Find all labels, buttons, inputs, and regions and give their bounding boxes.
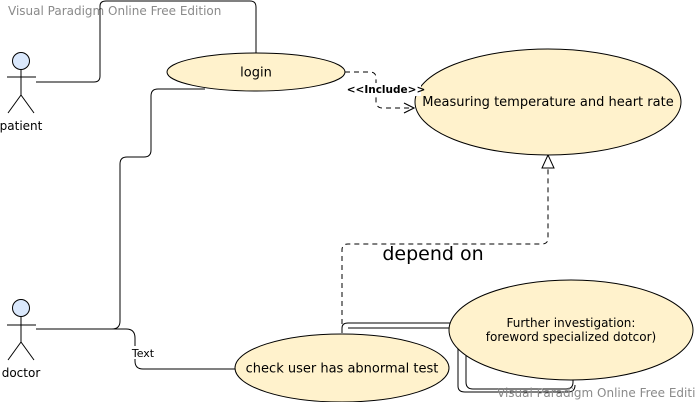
generalization-arrowhead	[541, 153, 555, 169]
text-label: Text	[131, 346, 155, 360]
use-case-measuring-label: Measuring temperature and heart rate	[422, 95, 673, 110]
use-case-measuring[interactable]: Measuring temperature and heart rate	[414, 48, 682, 156]
include-label-text: <<Include>>	[347, 84, 426, 96]
text-label-text: Text	[131, 347, 155, 360]
include-label: <<Include>>	[347, 83, 426, 96]
actor-patient-label: patient	[0, 119, 43, 133]
use-case-check-user-label: check user has abnormal test	[246, 362, 439, 377]
depend-on-label: depend on	[382, 243, 483, 265]
actor-patient[interactable]: patient	[0, 52, 43, 134]
depend-check-measuring[interactable]	[341, 168, 549, 333]
use-case-further-investigation[interactable]: Further investigation: foreword speciali…	[448, 279, 694, 381]
use-case-check-user[interactable]: check user has abnormal test	[234, 333, 450, 402]
use-case-login[interactable]: login	[166, 52, 346, 92]
use-case-further-label-2: foreword specialized dotcor)	[486, 330, 656, 344]
link-check-further[interactable]	[341, 322, 574, 390]
watermark-top: Visual Paradigm Online Free Edition	[8, 4, 222, 18]
actor-doctor[interactable]: doctor	[2, 299, 41, 381]
use-case-further-label-1: Further investigation:	[507, 316, 636, 330]
use-case-login-label: login	[240, 66, 272, 81]
actor-doctor-label: doctor	[2, 366, 41, 380]
assoc-doctor-login[interactable]	[36, 88, 205, 330]
watermark-bottom: Visual Paradigm Online Free Edition	[497, 386, 696, 400]
assoc-patient-login[interactable]	[36, 0, 257, 83]
